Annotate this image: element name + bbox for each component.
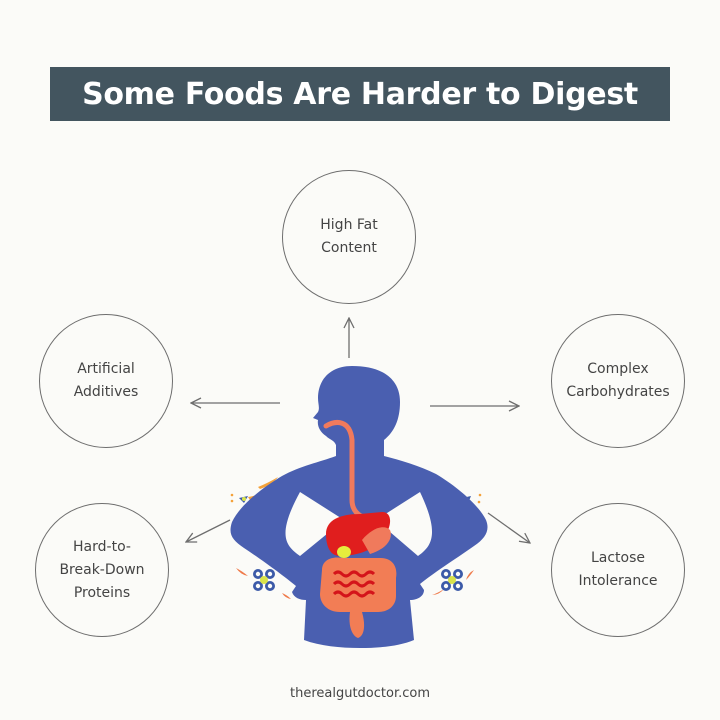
node-label-line: Additives (73, 384, 139, 400)
human-silhouette-icon (230, 366, 488, 648)
node-hard-to-break-down-proteins: Hard-to- Break-Down Proteins (35, 503, 169, 637)
node-label-line: Carbohydrates (566, 384, 670, 400)
node-high-fat-content: High Fat Content (282, 170, 416, 304)
title-banner: Some Foods Are Harder to Digest (50, 67, 670, 121)
node-artificial-additives: Artificial Additives (39, 314, 173, 448)
node-label-line: Proteins (73, 584, 131, 601)
node-complex-carbohydrates: Complex Carbohydrates (551, 314, 685, 448)
node-label-line: Hard-to- (73, 538, 131, 555)
arrow-down-right-icon (487, 512, 530, 543)
arrow-down-left-icon (186, 519, 231, 542)
node-lactose-intolerance: Lactose Intolerance (551, 503, 685, 637)
node-label-line: Artificial (77, 361, 135, 377)
node-label-line: Intolerance (578, 573, 658, 589)
node-label-line: High Fat (320, 217, 378, 233)
node-label-line: Complex (587, 361, 649, 377)
page-title: Some Foods Are Harder to Digest (82, 76, 638, 112)
arrows (186, 318, 530, 543)
website-footer: therealgutdoctor.com (289, 686, 430, 701)
node-label-line: Break-Down (59, 561, 145, 578)
node-label-line: Lactose (590, 550, 646, 566)
node-label-line: Content (321, 240, 377, 256)
